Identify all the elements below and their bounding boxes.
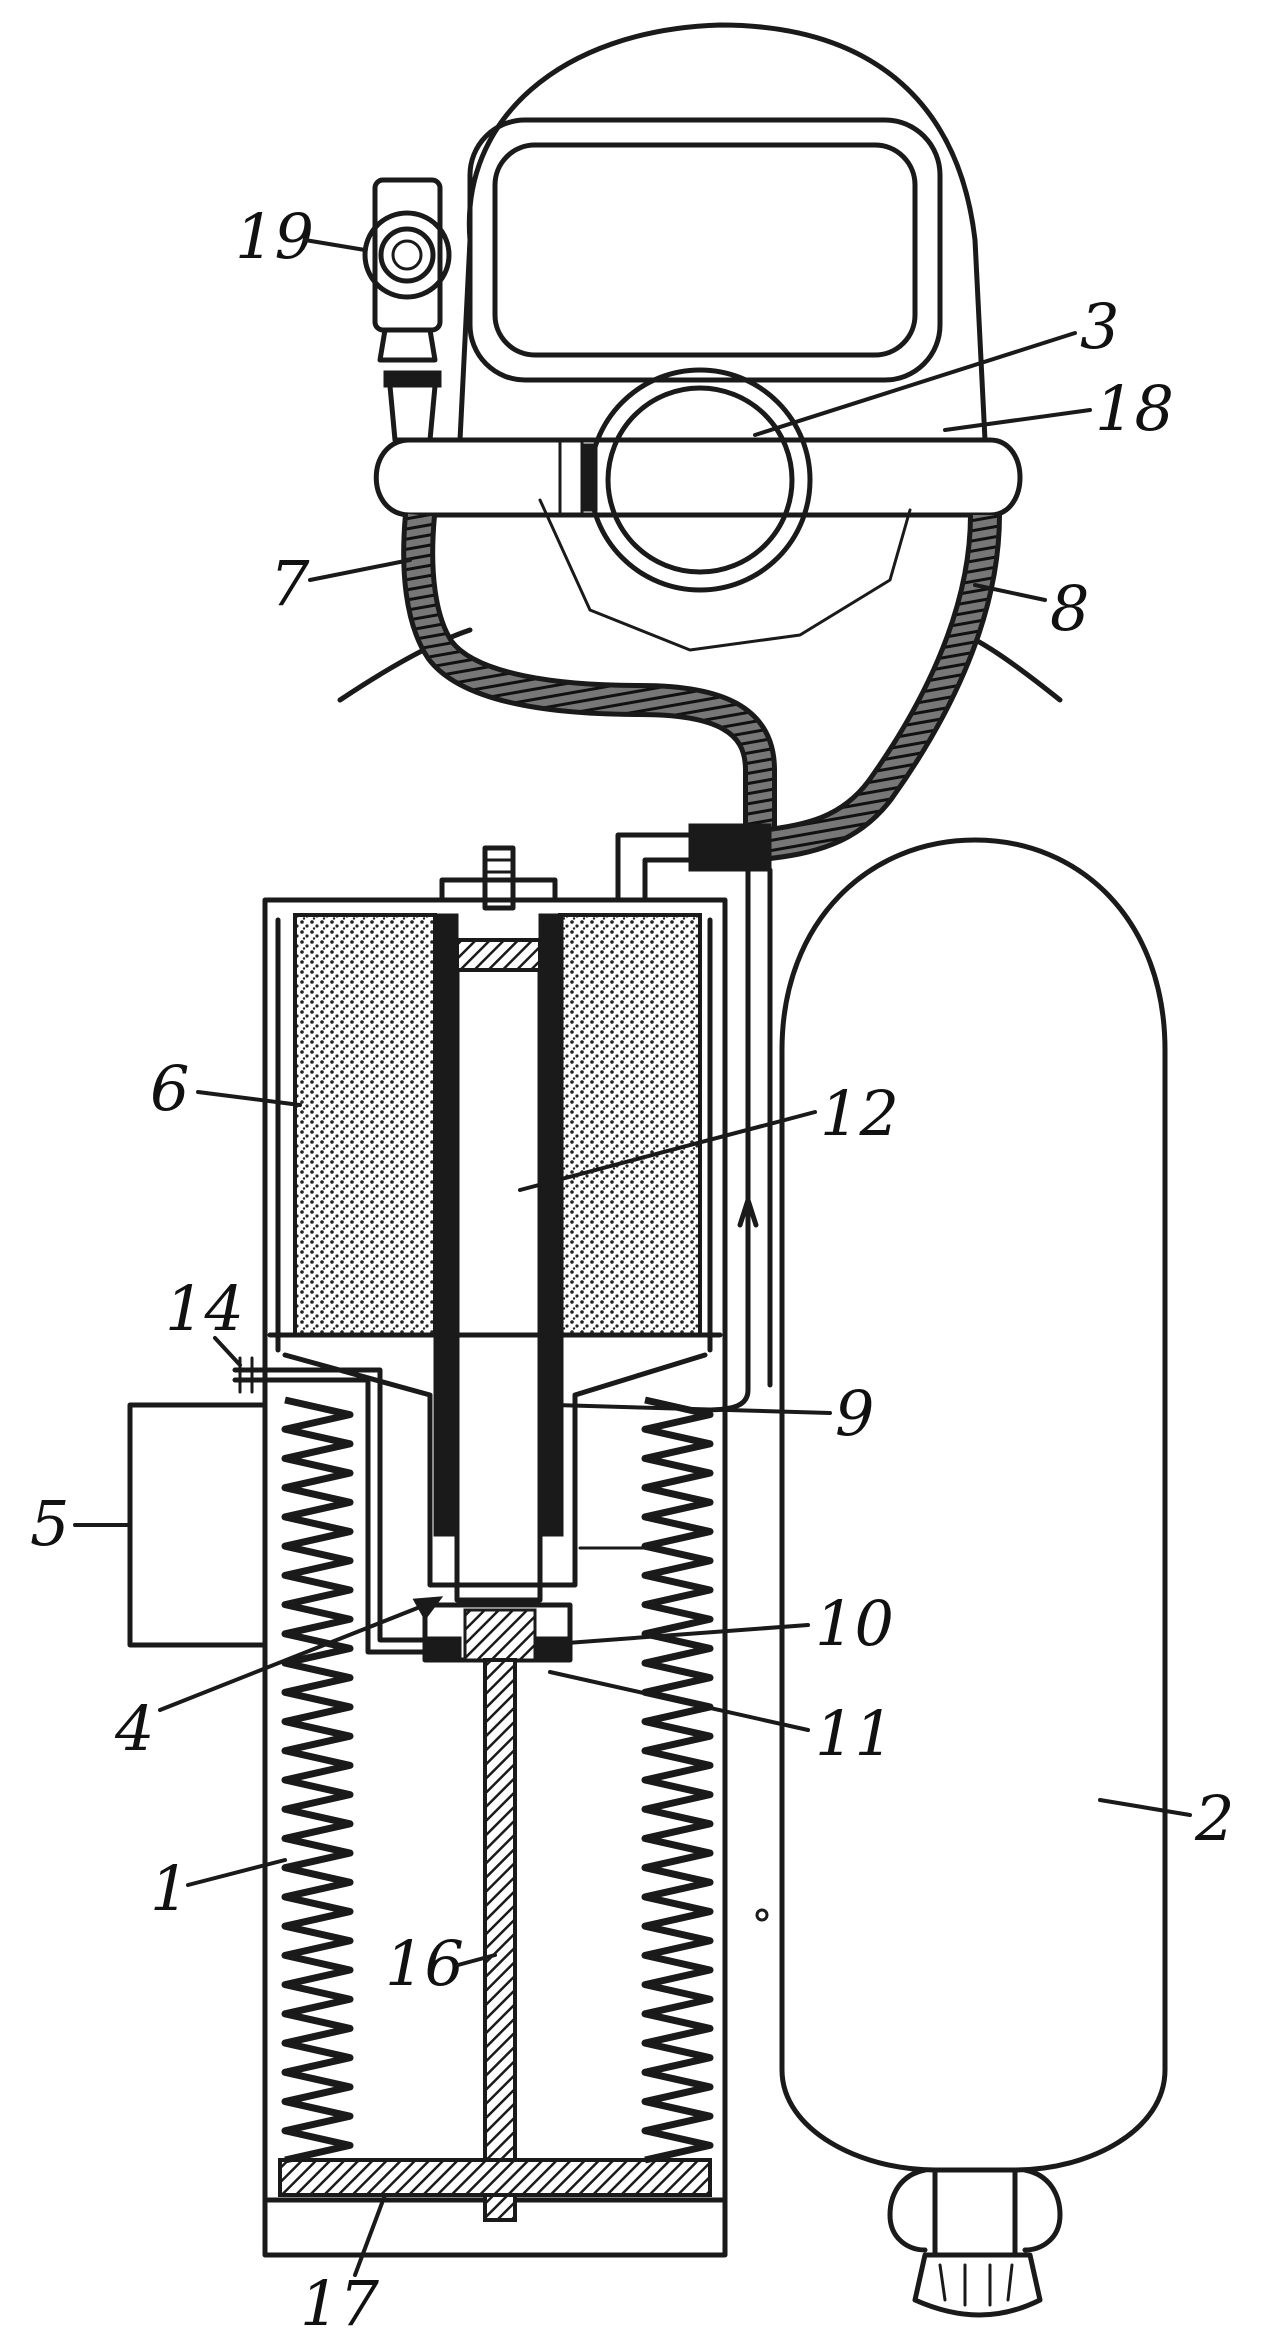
label-17-text: 17 xyxy=(300,2267,379,2340)
label-1-text: 1 xyxy=(150,1852,189,1925)
label-4: 4 xyxy=(114,1596,444,1765)
label-16: 16 xyxy=(385,1927,497,2000)
left-spring xyxy=(281,1396,354,2164)
label-2: 2 xyxy=(1098,1782,1234,1855)
label-14-text: 14 xyxy=(165,1272,244,1345)
regenerative-cartridge xyxy=(267,913,723,1588)
label-6: 6 xyxy=(150,1052,302,1125)
inhalation-valve xyxy=(362,177,452,443)
label-8: 8 xyxy=(973,572,1089,645)
visor-window xyxy=(467,117,943,383)
label-11-text: 11 xyxy=(815,1697,894,1770)
label-10-text: 10 xyxy=(815,1587,894,1660)
label-3-text: 3 xyxy=(1080,290,1119,363)
label-10: 10 xyxy=(538,1587,894,1660)
label-4-text: 4 xyxy=(114,1692,154,1765)
label-19: 19 xyxy=(235,200,367,273)
central-tube xyxy=(433,845,564,1603)
lower-face-outline xyxy=(538,498,912,652)
starter-assembly xyxy=(278,1602,712,2222)
trigger-box xyxy=(127,1402,268,1648)
breathing-manifold xyxy=(373,437,1023,518)
breathing-hoses xyxy=(401,513,1002,862)
label-17: 17 xyxy=(300,2193,387,2340)
label-2-text: 2 xyxy=(1194,1782,1234,1855)
label-12: 12 xyxy=(518,1077,899,1192)
label-18-text: 18 xyxy=(1095,372,1174,445)
label-9-text: 9 xyxy=(835,1377,874,1450)
label-18: 18 xyxy=(943,372,1174,445)
label-11: 11 xyxy=(548,1670,894,1770)
label-3: 3 xyxy=(753,290,1119,437)
right-spring xyxy=(641,1396,714,2164)
label-6-text: 6 xyxy=(150,1052,189,1125)
label-5: 5 xyxy=(30,1487,132,1560)
springs xyxy=(281,1396,714,2164)
exhalation-valve xyxy=(587,367,813,593)
label-14: 14 xyxy=(165,1272,244,1367)
label-9: 9 xyxy=(553,1377,874,1450)
label-16-text: 16 xyxy=(385,1927,464,2000)
label-5-text: 5 xyxy=(30,1487,69,1560)
helmet xyxy=(337,22,1063,703)
label-7-text: 7 xyxy=(270,547,310,620)
breathing-bag xyxy=(779,837,1168,2318)
label-19-text: 19 xyxy=(235,200,314,273)
label-1: 1 xyxy=(150,1852,287,1925)
label-12-text: 12 xyxy=(820,1077,899,1150)
label-8-text: 8 xyxy=(1050,572,1089,645)
label-7: 7 xyxy=(270,547,412,620)
